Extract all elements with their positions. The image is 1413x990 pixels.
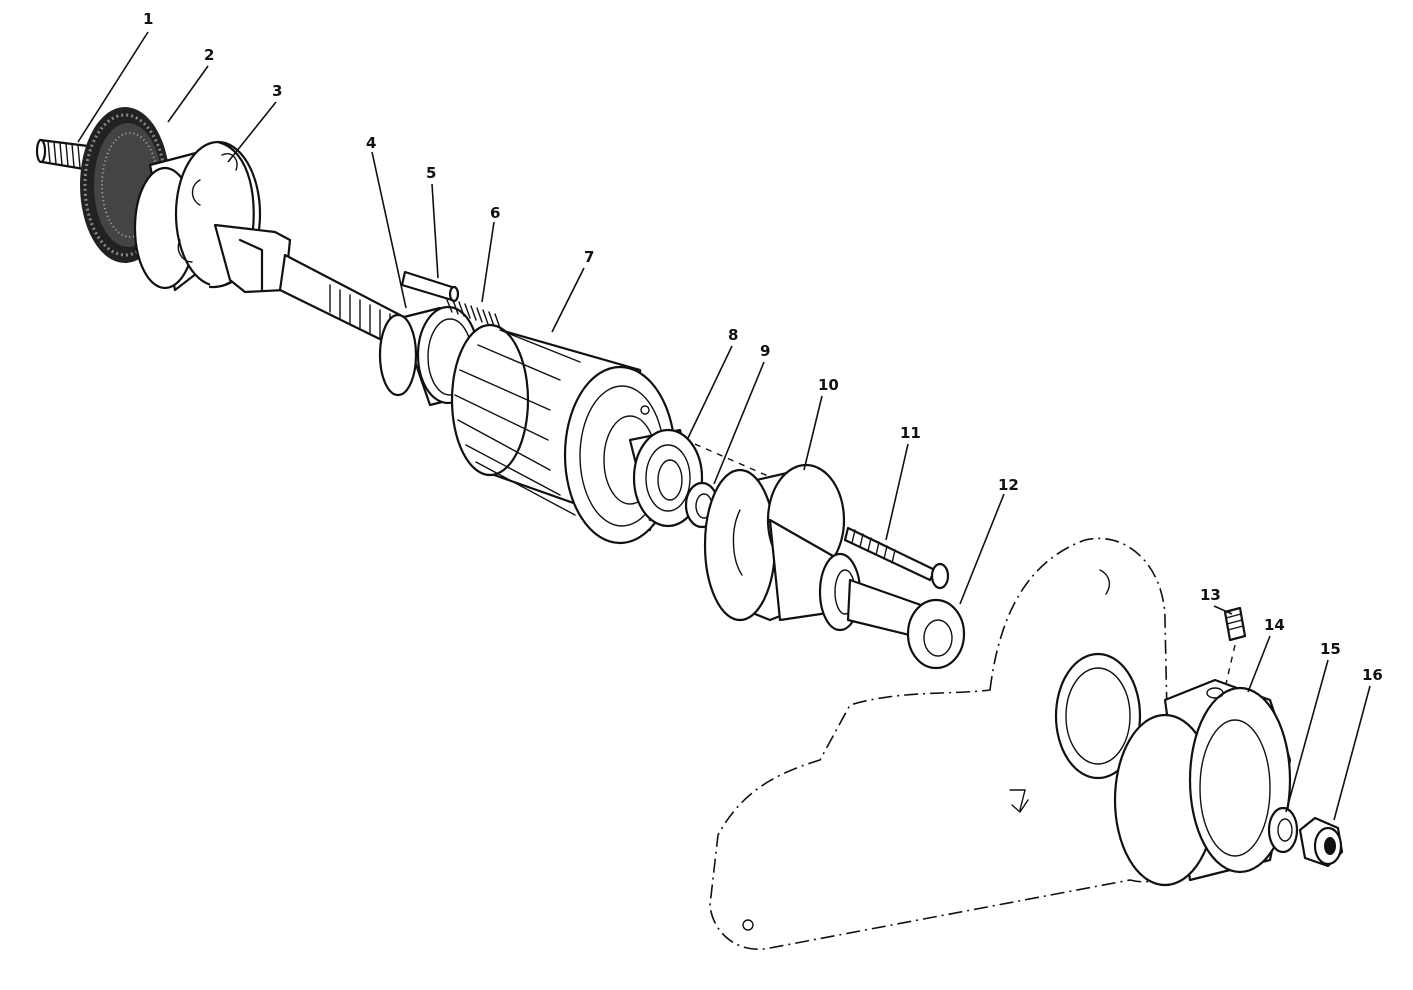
part-3-hub-shaft — [133, 140, 402, 350]
callout-10: 10 — [818, 376, 839, 394]
part-10-spindle-housing — [703, 463, 937, 642]
part-15-washer — [1267, 806, 1299, 854]
callout-9: 9 — [760, 342, 770, 360]
part-16-hex-nut — [1298, 816, 1344, 868]
callout-3: 3 — [272, 82, 282, 100]
part-13-set-screw — [1223, 606, 1247, 689]
callout-2: 2 — [204, 46, 214, 64]
part-14-collar — [1113, 678, 1292, 887]
callout-8: 8 — [728, 326, 738, 344]
part-11-screw — [843, 526, 950, 590]
callout-6: 6 — [490, 204, 500, 222]
callout-leaders — [77, 31, 1371, 821]
callout-1: 1 — [143, 10, 153, 28]
part-5-pin — [400, 270, 460, 303]
callout-12: 12 — [998, 476, 1019, 494]
callout-13: 13 — [1200, 586, 1221, 604]
callout-7: 7 — [584, 248, 594, 266]
part-cover-plate — [709, 537, 1171, 950]
part-1-stud — [35, 138, 92, 172]
part-6-spring — [446, 299, 501, 329]
part-8-bearing — [628, 428, 704, 528]
callout-labels: 1 2 3 4 5 6 7 8 9 10 11 12 13 14 15 16 — [143, 10, 1383, 684]
callout-11: 11 — [900, 424, 921, 442]
callout-4: 4 — [366, 134, 376, 152]
callout-15: 15 — [1320, 640, 1341, 658]
callout-5: 5 — [426, 164, 436, 182]
callout-14: 14 — [1264, 616, 1285, 634]
callout-16: 16 — [1362, 666, 1383, 684]
part-12-bushing — [906, 598, 966, 670]
